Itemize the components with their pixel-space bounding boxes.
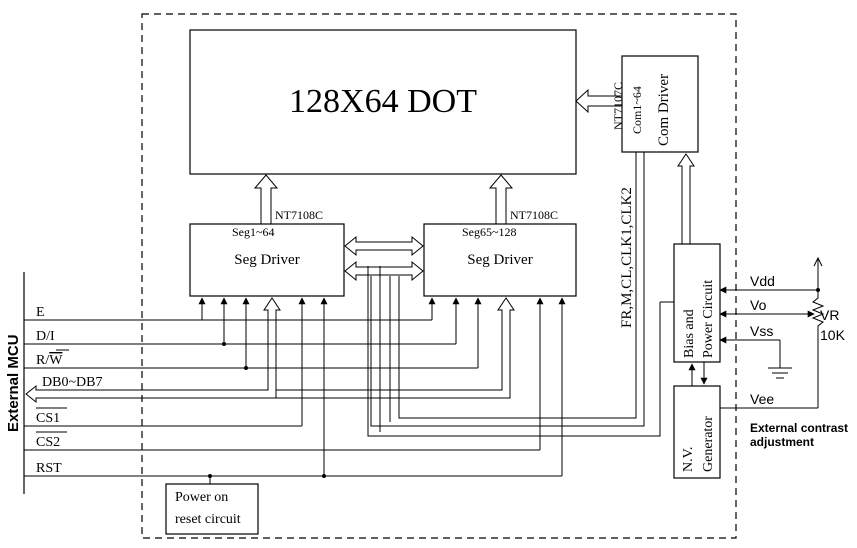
- bias-to-com-arrow: [677, 153, 695, 244]
- display-panel: 128X64 DOT: [189, 29, 577, 175]
- seg1-to-display-bus-arrow: [253, 174, 279, 224]
- seg-driver-2-label: Seg Driver: [467, 252, 532, 268]
- signal-e: E: [24, 297, 436, 321]
- contrast-label-2: adjustment: [750, 435, 814, 449]
- supply-vee: Vee: [720, 391, 818, 409]
- seg-link-arrow-top: [344, 235, 424, 257]
- reset-circuit-block: Power on reset circuit: [165, 483, 259, 535]
- seg-driver-1-label: Seg Driver: [234, 252, 299, 268]
- vr-label: VR: [820, 307, 839, 323]
- vr-potentiometer: VR 10K: [807, 256, 846, 408]
- vee-label: Vee: [750, 391, 774, 407]
- clock-signals-label: FR,M,CL,CLK1,CLK2: [619, 187, 635, 328]
- signal-rst: RST: [24, 297, 566, 484]
- vss-label: Vss: [750, 323, 773, 339]
- seg-driver-2-block: NT7108C Seg65~128 Seg Driver: [423, 208, 577, 297]
- signal-db-label: DB0~DB7: [42, 375, 102, 390]
- signal-rst-label: RST: [36, 461, 62, 476]
- signal-e-label: E: [36, 305, 45, 320]
- vo-label: Vo: [750, 297, 767, 313]
- seg2-to-display-bus-arrow: [488, 174, 514, 224]
- nv-generator-label-2: Generator: [701, 416, 716, 472]
- module-boundary: [141, 13, 737, 539]
- display-title: 128X64 DOT: [289, 83, 477, 120]
- com-driver-label: Com Driver: [656, 74, 672, 146]
- signal-cs2-label: CS2: [36, 435, 60, 450]
- seg-driver-1-block: NT7108C Seg1~64 Seg Driver: [189, 208, 345, 297]
- signal-rw: R/W: [24, 297, 482, 370]
- com-driver-block: NT7107C Com1~64 Com Driver: [611, 55, 699, 153]
- supply-vss: Vss: [719, 323, 792, 379]
- seg-driver-1-range: Seg1~64: [232, 225, 275, 239]
- seg-driver-2-range: Seg65~128: [462, 225, 517, 239]
- seg-driver-2-chip: NT7108C: [510, 208, 558, 222]
- signal-di: D/I: [24, 297, 460, 346]
- signal-db-bus: DB0~DB7: [25, 297, 515, 404]
- seg-driver-1-chip: NT7108C: [275, 208, 323, 222]
- bias-power-label-1: Bias and: [682, 309, 697, 358]
- signal-di-label: D/I: [36, 329, 55, 344]
- com-driver-range: Com1~64: [630, 86, 644, 134]
- bias-power-label-2: Power Circuit: [701, 280, 716, 358]
- vr-value: 10K: [820, 327, 846, 343]
- signal-cs1: CS1: [24, 297, 306, 427]
- vdd-label: Vdd: [750, 273, 775, 289]
- signal-cs2: CS2: [24, 297, 544, 451]
- supply-vdd: Vdd: [719, 273, 820, 294]
- signal-rw-label: R/W: [36, 353, 63, 368]
- reset-circuit-label-1: Power on: [175, 490, 228, 505]
- signal-cs1-label: CS1: [36, 411, 60, 426]
- seg-link-arrow-bottom: [344, 260, 424, 282]
- com-to-display-bus-arrow: [575, 88, 622, 114]
- bias-power-block: Bias and Power Circuit: [673, 243, 721, 363]
- reset-circuit-label-2: reset circuit: [175, 512, 241, 527]
- nv-generator-block: N.V. Generator: [673, 385, 721, 479]
- nv-generator-label-1: N.V.: [681, 447, 696, 472]
- external-mcu-label: External MCU: [5, 334, 22, 432]
- contrast-label-1: External contrast: [750, 421, 848, 435]
- supply-vo: Vo: [719, 297, 808, 318]
